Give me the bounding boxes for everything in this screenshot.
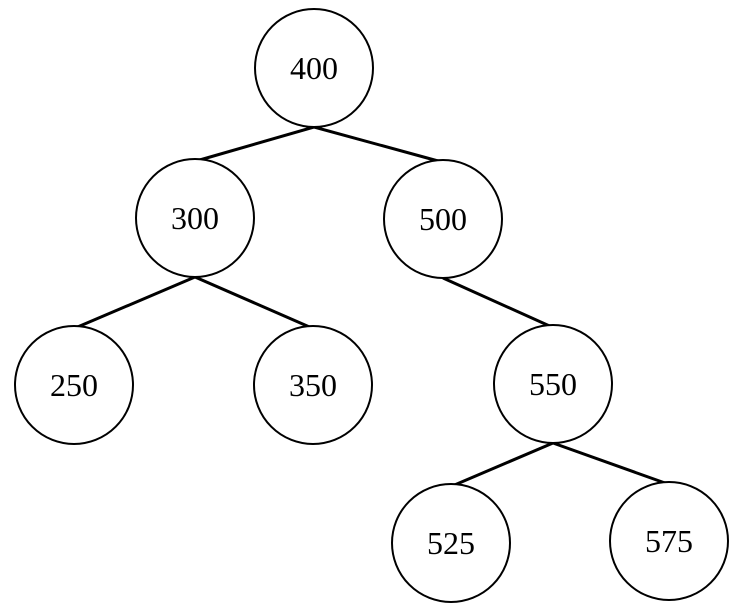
node-label: 575 [645,523,693,559]
edge-n300-n350 [194,275,313,330]
edge-n400-n500 [313,125,443,164]
node-circle [253,325,373,445]
edge-n400-n300 [195,125,315,163]
tree-edges [74,125,669,488]
node-circle [609,481,729,601]
node-label: 500 [419,201,467,237]
tree-node-300: 300 [135,158,255,278]
node-label: 400 [290,50,338,86]
edge-n500-n550 [442,276,553,329]
edge-n550-n525 [451,441,554,488]
tree-node-575: 575 [609,481,729,601]
node-label: 300 [171,200,219,236]
tree-node-500: 500 [383,159,503,279]
node-label: 550 [529,366,577,402]
node-label: 250 [50,367,98,403]
node-circle [14,325,134,445]
node-label: 350 [289,367,337,403]
node-circle [391,483,511,603]
edge-n550-n575 [552,441,669,486]
tree-node-525: 525 [391,483,511,603]
node-circle [254,8,374,128]
tree-node-550: 550 [493,324,613,444]
edge-n300-n250 [74,275,196,330]
node-circle [135,158,255,278]
tree-node-250: 250 [14,325,134,445]
node-label: 525 [427,525,475,561]
tree-nodes: 400 300 500 250 350 550 525 575 [14,8,729,603]
tree-node-350: 350 [253,325,373,445]
node-circle [383,159,503,279]
tree-node-400: 400 [254,8,374,128]
node-circle [493,324,613,444]
